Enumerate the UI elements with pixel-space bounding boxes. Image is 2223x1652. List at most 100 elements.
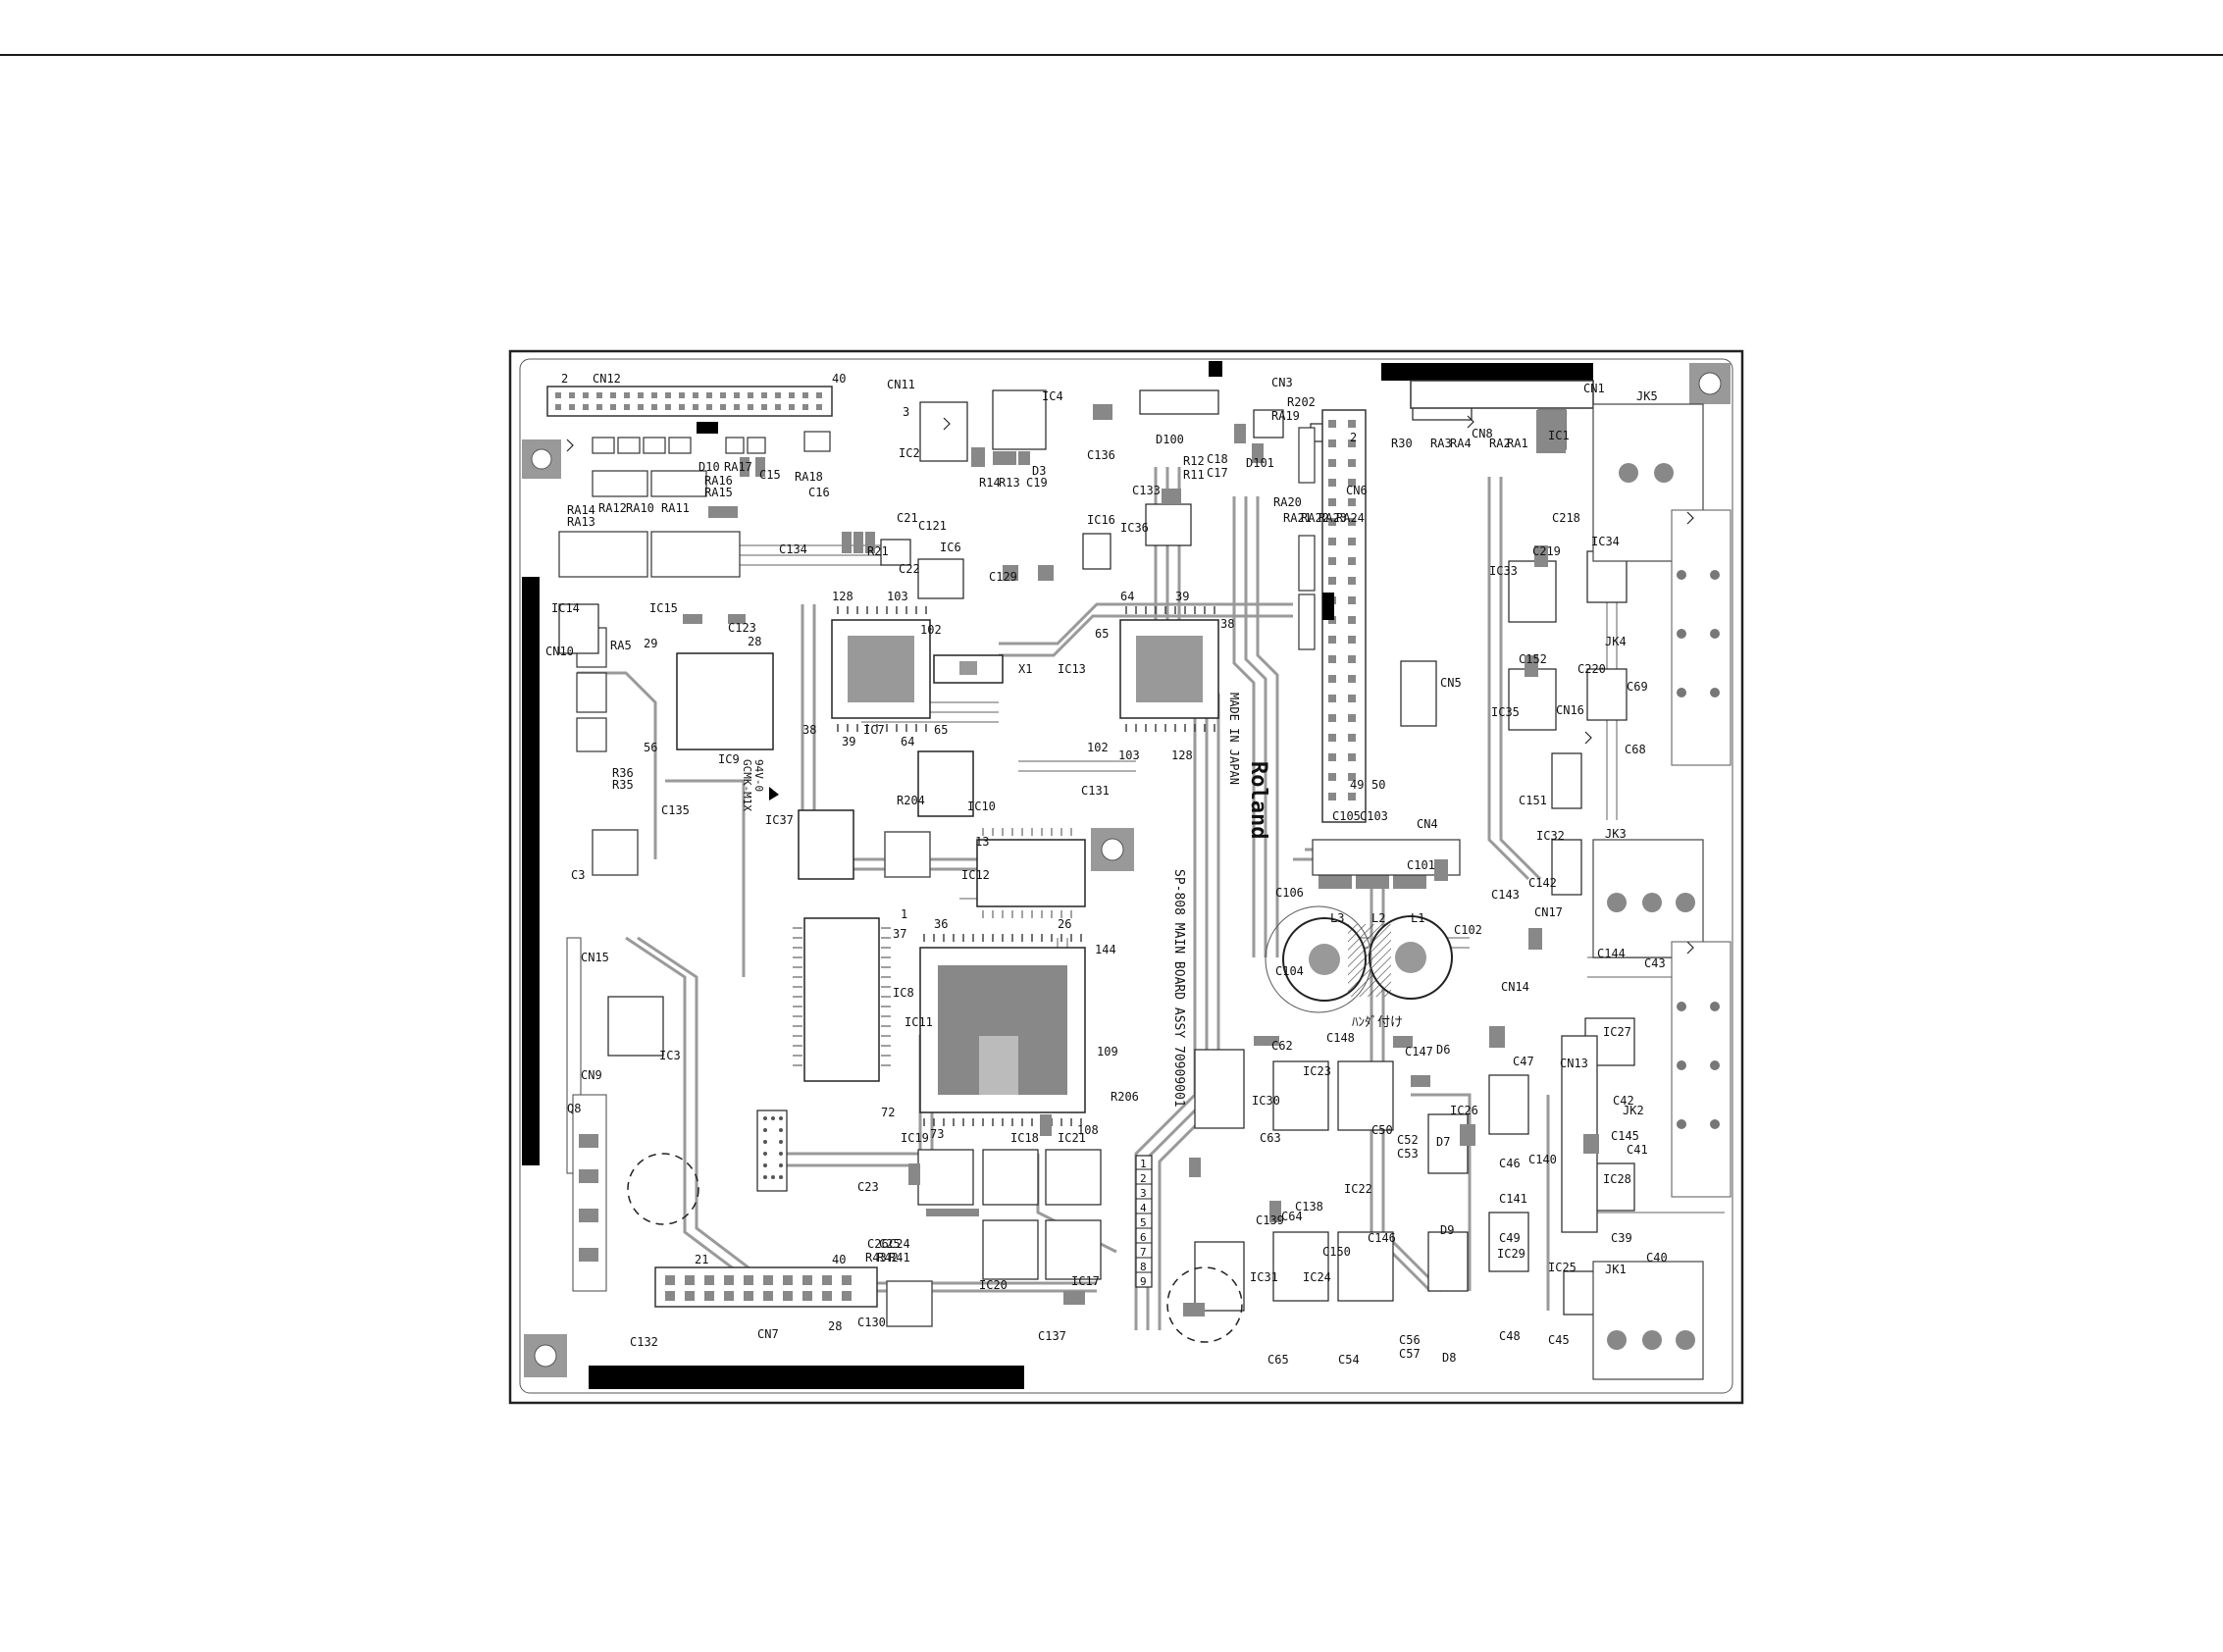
ic32-label: IC32 (1536, 829, 1565, 843)
cn12-pin-end: 40 (832, 372, 846, 386)
c41-label: C41 (1627, 1143, 1648, 1157)
ic11-pin-144: 144 (1095, 943, 1116, 956)
ra21-label: RA21 (1283, 511, 1312, 525)
upper-mid-pads (683, 404, 1264, 624)
c141-label: C141 (1499, 1192, 1527, 1206)
r202-label: R202 (1287, 395, 1316, 409)
page-top-rule (0, 54, 2223, 56)
c26-label: C26 (867, 1237, 889, 1251)
cn13-label: CN13 (1560, 1057, 1588, 1070)
c133-label: C133 (1132, 484, 1161, 497)
c50-label: C50 (1371, 1123, 1393, 1137)
ra3-label: RA3 (1430, 437, 1452, 450)
r43-label: R43 (865, 1251, 887, 1265)
c134-label: C134 (779, 542, 807, 556)
ra24-label: RA24 (1336, 511, 1365, 525)
d100-label: D100 (1156, 433, 1184, 446)
ic8-pin-64: 64 (1120, 590, 1134, 603)
ic10-label: IC10 (967, 800, 996, 813)
c137-label: C137 (1038, 1329, 1066, 1343)
c105-label: C105 (1332, 809, 1361, 823)
ra14-label: RA14 (567, 503, 595, 517)
c3-label: C3 (571, 868, 585, 882)
ic11-pin-73: 73 (930, 1127, 944, 1141)
c104-label: C104 (1275, 964, 1304, 978)
c40-label: C40 (1646, 1251, 1668, 1265)
c56-label: C56 (1399, 1333, 1421, 1347)
r11-label: R11 (1183, 468, 1205, 482)
ic11-qfp (919, 934, 1086, 1126)
d7-label: D7 (1436, 1135, 1450, 1149)
ic26-label: IC26 (1450, 1104, 1478, 1117)
c45-label: C45 (1548, 1333, 1570, 1347)
ra16-label: RA16 (704, 474, 733, 488)
ic16-label: IC16 (1087, 513, 1115, 527)
d9-label: D9 (1440, 1223, 1454, 1237)
ic7-label: IC7 (863, 723, 885, 737)
ic1-label: IC1 (1548, 429, 1570, 442)
ic8-pin-103: 103 (1118, 749, 1140, 762)
cn12-pin-start: 2 (561, 372, 568, 386)
ra20-label: RA20 (1273, 495, 1302, 509)
board-title: SP-808 MAIN BOARD ASSY 70909001 (1171, 869, 1186, 1108)
cn1-label: CN1 (1583, 382, 1605, 395)
ic34-label: IC34 (1591, 535, 1620, 548)
ic14-label: IC14 (551, 601, 580, 615)
ra13-label: RA13 (567, 515, 595, 529)
cn3-label: CN3 (1271, 376, 1293, 389)
digit-5: 5 (1140, 1216, 1147, 1229)
ic7-pin-38: 38 (802, 723, 816, 737)
digit-4: 4 (1140, 1202, 1147, 1214)
power-section (1282, 839, 1461, 1002)
c68-label: C68 (1625, 743, 1646, 756)
ra17-label: RA17 (724, 460, 752, 474)
ra5-label: RA5 (610, 639, 632, 652)
ra19-label: RA19 (1271, 409, 1300, 423)
part-code: GCMK-M1X (741, 759, 753, 811)
ra2-label: RA2 (1489, 437, 1511, 450)
ic9-pin-28: 28 (748, 635, 761, 648)
c145-label: C145 (1611, 1129, 1639, 1143)
pin1-markers (566, 415, 1694, 955)
c69-label: C69 (1627, 680, 1648, 694)
jack-label-3: JK2 (1623, 1104, 1644, 1117)
d101-label: D101 (1246, 456, 1274, 470)
c146-label: C146 (1368, 1231, 1396, 1245)
c23-label: C23 (857, 1180, 879, 1194)
mounting-holes (522, 363, 1731, 1377)
ic12-label: IC12 (961, 868, 990, 882)
c42-label: C42 (1613, 1094, 1634, 1108)
ra11-label: RA11 (661, 501, 690, 515)
ic20-label: IC20 (979, 1278, 1008, 1292)
cn12-header (546, 386, 833, 417)
c25-label: C25 (879, 1237, 901, 1251)
c57-label: C57 (1399, 1347, 1421, 1361)
ic7-qfp (831, 606, 931, 732)
cn7-pin-a: 28 (828, 1319, 842, 1333)
ra4-label: RA4 (1450, 437, 1472, 450)
ic25-label: IC25 (1548, 1261, 1577, 1274)
ic11-pin-37: 37 (893, 927, 906, 941)
rohs-mark: 94V-0 (752, 759, 765, 792)
c147-label: C147 (1405, 1045, 1433, 1058)
cn6-pin-end: 50 (1371, 778, 1385, 792)
c46-label: C46 (1499, 1157, 1521, 1170)
made-in-japan: MADE IN JAPAN (1227, 693, 1241, 785)
digit-3: 3 (1140, 1187, 1147, 1200)
ic11-pin-36: 36 (934, 917, 948, 931)
ic6-label: IC6 (940, 541, 961, 554)
c142-label: C142 (1528, 876, 1557, 890)
jack-pads (1677, 570, 1720, 1129)
ic4-label: IC4 (1042, 389, 1063, 403)
l2-label: L2 (1371, 911, 1385, 925)
lower-ics (917, 1049, 1529, 1312)
ic37-label: IC37 (765, 813, 794, 827)
ra18-label: RA18 (795, 470, 823, 484)
cn1-header (1410, 380, 1594, 409)
cn7-pin-start: 21 (695, 1253, 708, 1266)
digit-2: 2 (1140, 1172, 1147, 1185)
black-bar-left (522, 577, 540, 1165)
ic8-label: IC8 (893, 986, 914, 1000)
cn16-label: CN16 (1556, 703, 1584, 717)
digit-1: 1 (1140, 1158, 1147, 1170)
